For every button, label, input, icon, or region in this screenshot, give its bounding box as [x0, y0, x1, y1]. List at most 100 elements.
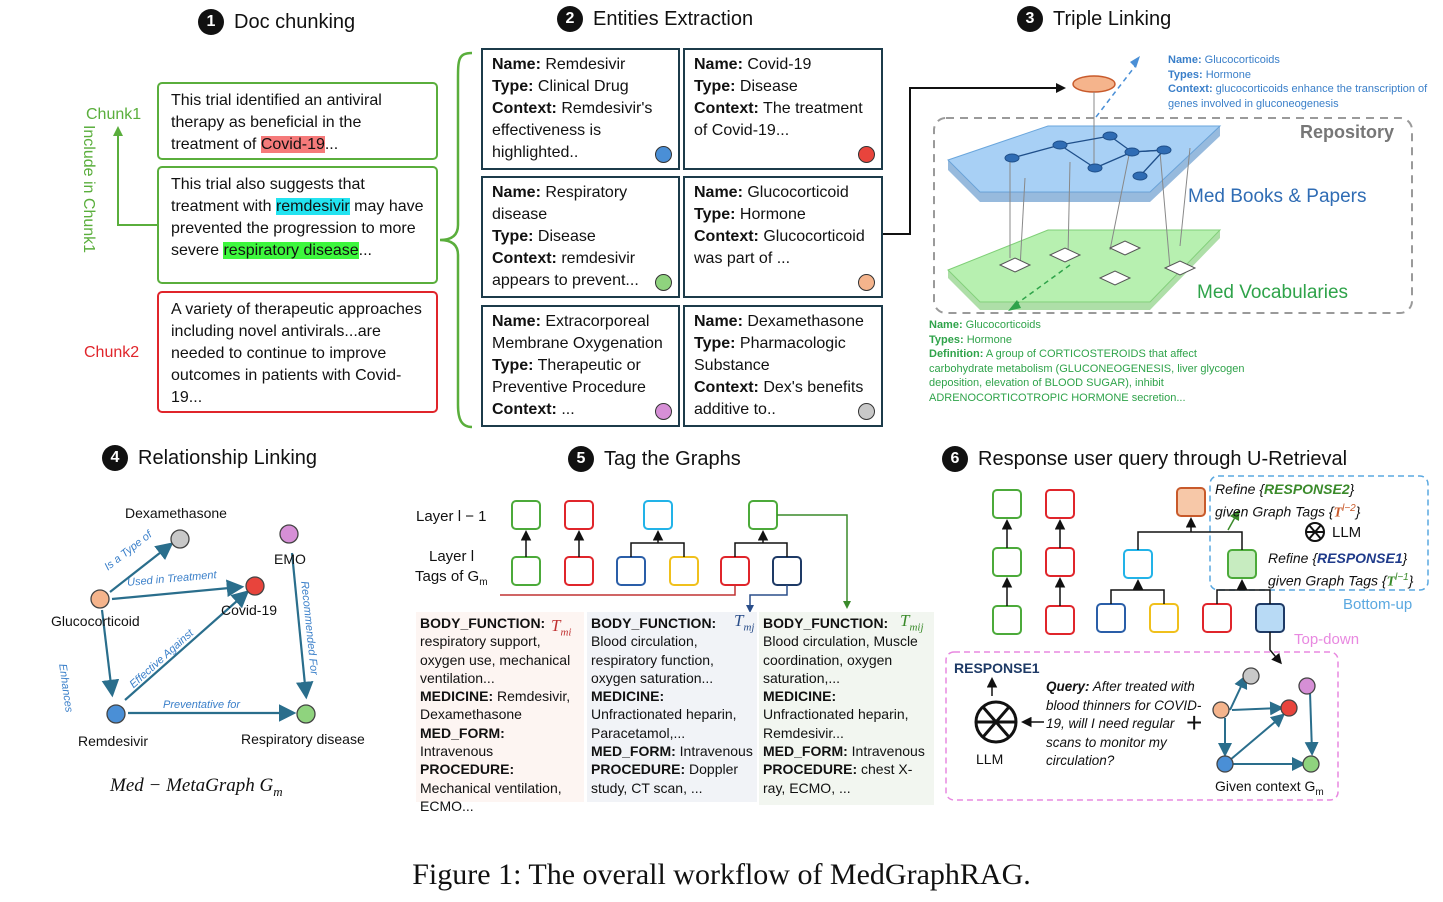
- highlight-remdesivir: remdesivir: [275, 198, 350, 215]
- entity-field-value: Clinical Drug: [533, 78, 629, 95]
- upper-node-green-2: [748, 500, 778, 530]
- lower-node-yellow: [669, 556, 699, 586]
- entity-field-value: Disease: [533, 228, 596, 245]
- note-value: A group of CORTICOSTEROIDS that affect c…: [929, 348, 1245, 404]
- tag-value: Remdesivir, Dexamethasone: [420, 688, 571, 723]
- chunk-text: This trial identified an antiviral thera…: [171, 92, 382, 153]
- tag-key: PROCEDURE:: [420, 761, 515, 778]
- repository-label: Repository: [1300, 122, 1395, 142]
- tag-value: Intravenous: [420, 743, 494, 760]
- chunking-connectors: [113, 51, 473, 429]
- tag-value: Intravenous: [847, 743, 925, 760]
- response2-keyword: RESPONSE2: [1264, 481, 1350, 497]
- given-context-text: Given context G: [1215, 778, 1316, 794]
- entity-field-value: Covid-19: [742, 56, 812, 73]
- entity-field-value: Pharmacologic Substance: [694, 335, 846, 374]
- med-books-layer: [947, 125, 1222, 193]
- entity-field-key: Type:: [492, 78, 534, 95]
- lower-node-red-2: [720, 556, 750, 586]
- include-in-chunk1-label: Include in Chunk1: [80, 124, 97, 254]
- tag-row: MEDICINE:: [763, 687, 930, 705]
- entity-field-key: Name:: [694, 184, 743, 201]
- note-key: Types:: [929, 333, 964, 346]
- tag-value: Doppler study, CT scan, ...: [591, 761, 739, 796]
- tag-key: BODY_FUNCTION:: [591, 615, 717, 631]
- tag-row: MED_FORM: Intravenous: [420, 724, 580, 761]
- tag-key: MED_FORM:: [591, 743, 676, 760]
- lower-node-red: [564, 556, 594, 586]
- refine-text: }: [1408, 572, 1414, 589]
- tag-row: MED_FORM: Intravenous: [763, 742, 930, 760]
- chunk-text: may have prevented the progression to mo…: [171, 198, 424, 259]
- given-context-sub: m: [1315, 786, 1324, 798]
- llm-label-bottom: LLM: [976, 751, 1004, 767]
- tag-key: MEDICINE:: [763, 688, 837, 705]
- refine-text: given Graph Tags {: [1215, 503, 1334, 520]
- section-title-text: Entities Extraction: [593, 7, 754, 30]
- tag-row: PROCEDURE: chest X-ray, ECMO, ...: [763, 760, 930, 797]
- layer-l-minus-1-label: Layer l − 1: [416, 508, 487, 525]
- tag-label-ti-text: T: [551, 616, 561, 635]
- chunk-box-2: This trial also suggests that treatment …: [157, 166, 438, 284]
- tag-column-3: BODY_FUNCTION:Blood circulation, Muscle …: [759, 612, 934, 805]
- chunk-text: ...: [324, 136, 339, 153]
- tag-row: BODY_FUNCTION:: [591, 614, 753, 632]
- note-key: Types:: [1168, 68, 1203, 81]
- response1-keyword: RESPONSE1: [1317, 550, 1403, 566]
- node-label-glucocorticoid: Glucocorticoid: [51, 613, 140, 629]
- metagraph-caption-sub: m: [273, 783, 283, 799]
- note-key: Name:: [1168, 54, 1202, 66]
- upper-node-red: [564, 500, 594, 530]
- step-number-badge: 1: [198, 9, 224, 35]
- entity-field-key: Type:: [694, 78, 736, 95]
- tag-row: PROCEDURE: Doppler study, CT scan, ...: [591, 760, 753, 797]
- entity-field-key: Type:: [492, 228, 534, 245]
- node-label-respiratory: Respiratory disease: [241, 731, 365, 747]
- tag-label-ti-sub: mi: [560, 626, 572, 639]
- highlight-respiratory: respiratory disease: [223, 242, 359, 259]
- refine-text: }: [1349, 481, 1355, 497]
- node-covid: [245, 576, 265, 596]
- llm-label-top: LLM: [1332, 524, 1362, 541]
- entity-field-value: Disease: [735, 78, 798, 95]
- tag-label-tij-text: T: [900, 611, 910, 630]
- step-number-badge: 2: [557, 6, 583, 32]
- tag-row: MEDICINE: Remdesivir, Dexamethasone: [420, 687, 580, 724]
- lower-node-blue: [616, 556, 646, 586]
- entity-field-value: Therapeutic or Preventive Procedure: [492, 357, 646, 396]
- tag-superscript: l−1: [1395, 572, 1409, 583]
- refine-text: given Graph Tags {: [1268, 572, 1387, 589]
- metagraph-caption-text: Med − MetaGraph G: [110, 775, 274, 796]
- section-title-text: Triple Linking: [1053, 7, 1172, 30]
- note-key: Definition:: [929, 348, 984, 360]
- tag-symbol: T: [1333, 505, 1343, 521]
- layer-l-label: Layer l: [429, 548, 475, 565]
- chunk-box-3: A variety of therapeutic approaches incl…: [157, 291, 438, 413]
- tags-of-sub: m: [479, 577, 488, 588]
- section-title-text: Response user query through U-Retrieval: [978, 447, 1348, 470]
- bottom-up-label: Bottom-up: [1343, 596, 1413, 613]
- entity-field-key: Context:: [694, 379, 759, 396]
- given-context-label: Given context Gm: [1215, 778, 1324, 798]
- top-triple-note: Name: Glucocorticoids Types: Hormone Con…: [1168, 53, 1438, 111]
- node-label-remdesivir: Remdesivir: [78, 733, 149, 749]
- tag-row: Unfractionated heparin, Remdesivir...: [763, 705, 930, 742]
- node-emo: [279, 524, 299, 544]
- tag-key: PROCEDURE:: [591, 761, 686, 778]
- figure-caption: Figure 1: The overall workflow of MedGra…: [412, 858, 1031, 891]
- entity-field-value: Hormone: [735, 206, 806, 223]
- tag-key: BODY_FUNCTION:: [420, 615, 546, 631]
- entity-field-value: ...: [556, 401, 575, 418]
- entity-field-value: Dex's benefits additive to..: [694, 379, 864, 418]
- entity-field-value: Glucocorticoid was part of ...: [694, 228, 865, 267]
- entity-field-key: Name:: [694, 313, 743, 330]
- section-title-entities-extraction: 2 Entities Extraction: [557, 6, 753, 32]
- tag-label-tj: Tmj: [734, 611, 754, 633]
- tag-value: Blood circulation, respiratory function,…: [591, 633, 714, 686]
- tag-value: Unfractionated heparin, Remdesivir...: [763, 706, 909, 741]
- entity-field-value: The treatment of Covid-19...: [694, 100, 863, 139]
- note-value: Hormone: [963, 333, 1012, 346]
